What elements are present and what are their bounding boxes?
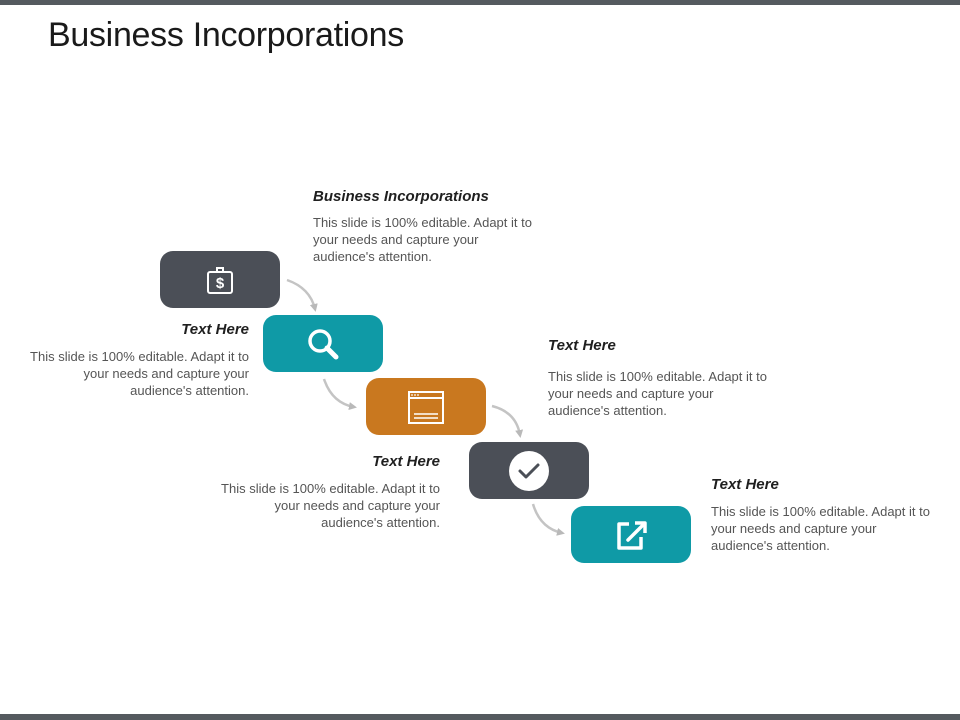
connector-arrow-4 bbox=[531, 503, 565, 536]
caption-2-body: This slide is 100% editable. Adapt it to… bbox=[30, 349, 249, 398]
caption-1-body: This slide is 100% editable. Adapt it to… bbox=[313, 215, 532, 264]
search-icon bbox=[308, 328, 339, 359]
step-2-tile bbox=[263, 315, 383, 372]
connector-arrow-1 bbox=[286, 278, 318, 312]
caption-5-heading: Text Here bbox=[711, 476, 779, 493]
connector-arrow-2 bbox=[322, 378, 357, 411]
step-5-tile bbox=[571, 506, 691, 563]
money-bag-icon: $ bbox=[207, 266, 233, 294]
step-4-tile bbox=[469, 442, 589, 499]
top-accent-bar bbox=[0, 0, 960, 5]
step-3-tile bbox=[366, 378, 486, 435]
caption-1-heading: Business Incorporations bbox=[313, 188, 489, 205]
caption-3-heading: Text Here bbox=[548, 337, 616, 354]
browser-window-icon bbox=[408, 390, 444, 424]
caption-4-body: This slide is 100% editable. Adapt it to… bbox=[221, 481, 440, 530]
slide-title: Business Incorporations bbox=[48, 16, 404, 54]
checkmark-icon bbox=[509, 450, 549, 491]
caption-4-heading: Text Here bbox=[372, 453, 440, 470]
caption-2-heading: Text Here bbox=[181, 321, 249, 338]
bottom-accent-bar bbox=[0, 714, 960, 720]
connector-arrow-3 bbox=[491, 404, 524, 438]
caption-3-body: This slide is 100% editable. Adapt it to… bbox=[548, 369, 767, 418]
svg-text:$: $ bbox=[216, 275, 225, 292]
step-1-tile: $ bbox=[160, 251, 280, 308]
caption-5-body: This slide is 100% editable. Adapt it to… bbox=[711, 504, 930, 553]
external-link-icon bbox=[617, 520, 647, 550]
